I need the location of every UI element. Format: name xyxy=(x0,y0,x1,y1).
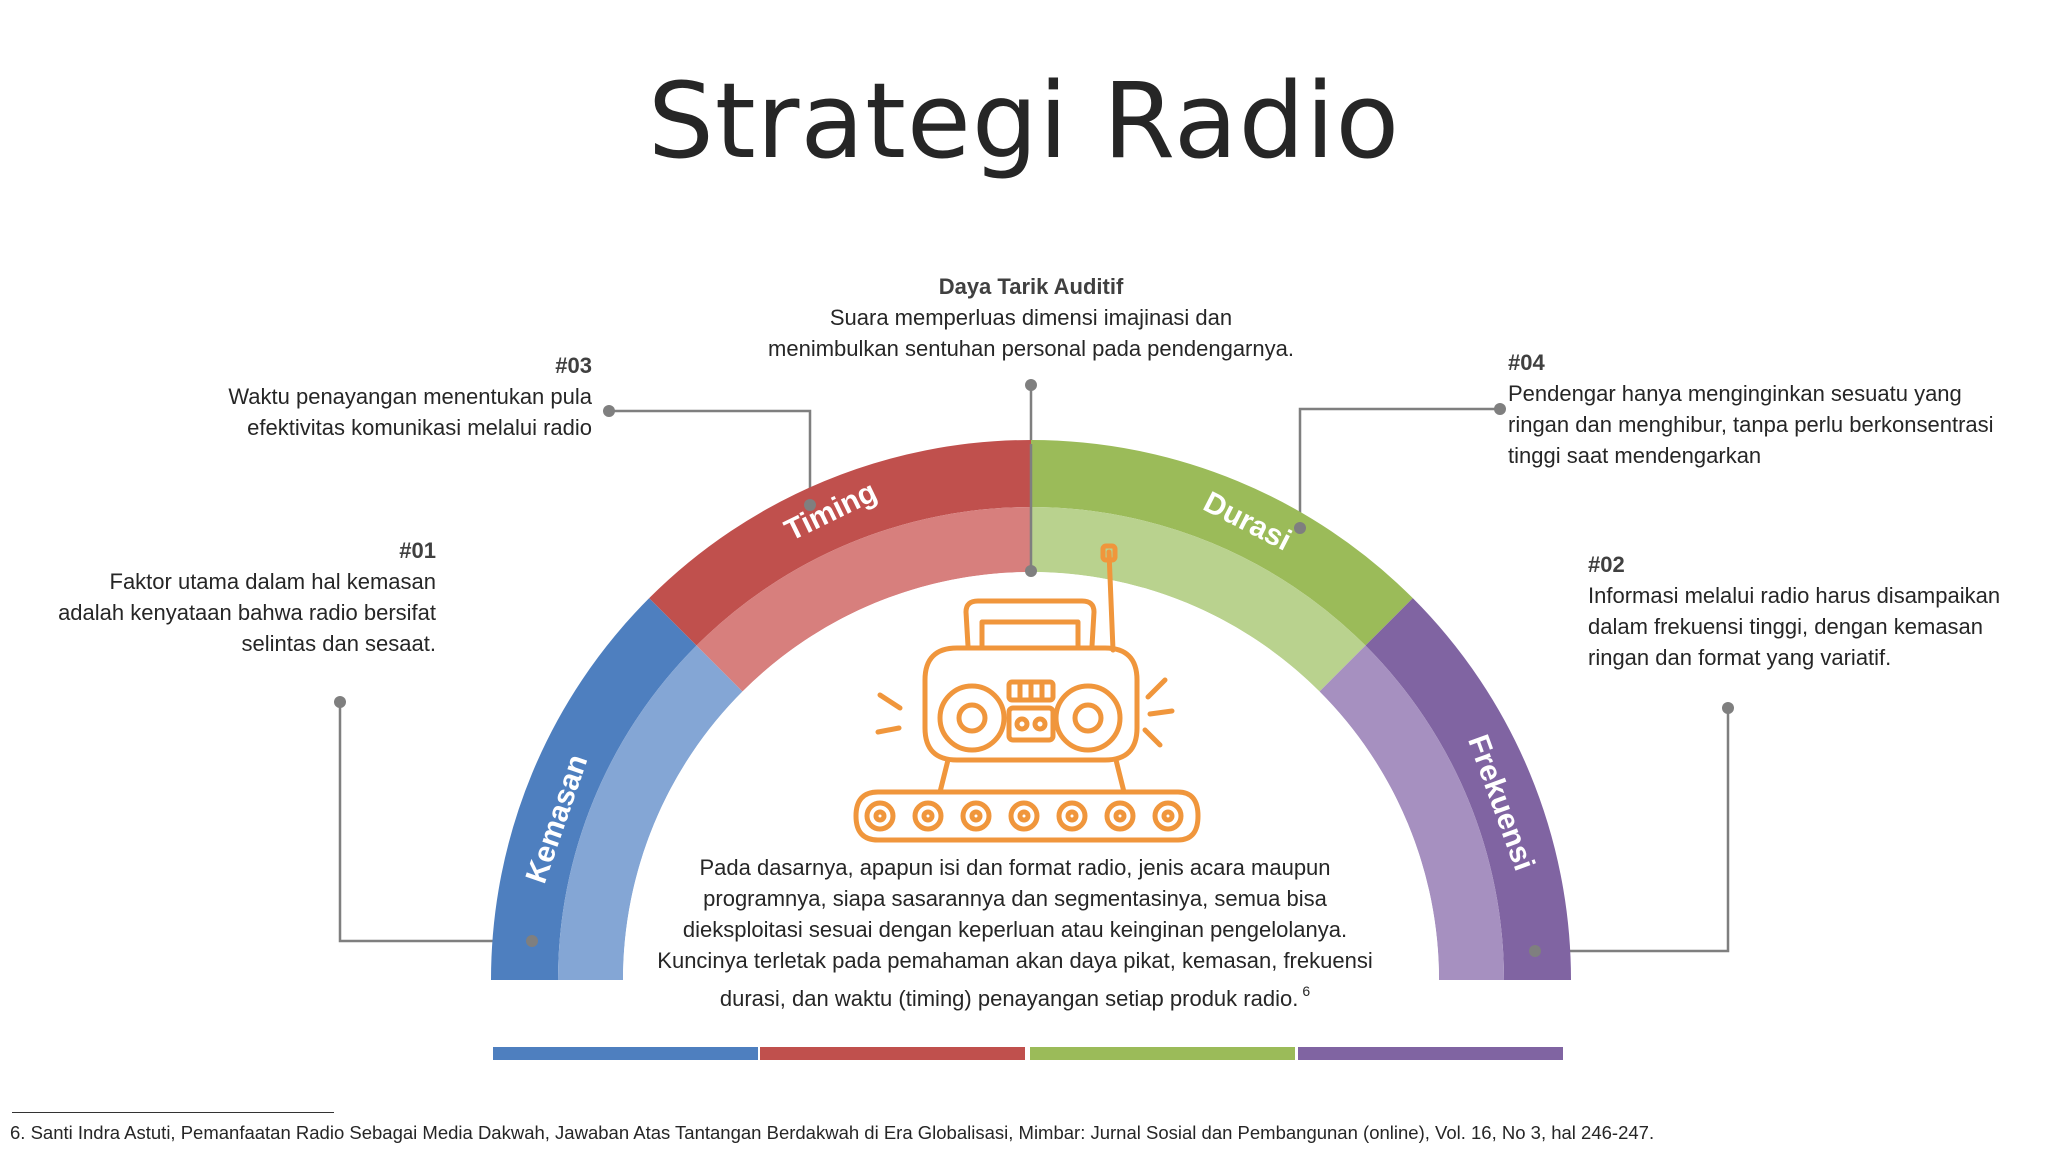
footnote-divider xyxy=(12,1112,334,1113)
conveyor-wheel xyxy=(912,800,944,832)
arc-segment-durasi xyxy=(1031,440,1413,646)
callout-top-line-1: Suara memperluas dimensi imajinasi dan xyxy=(829,305,1233,330)
callout-top-line-2: menimbulkan sentuhan personal pada pende… xyxy=(768,336,1294,361)
dot-01-end xyxy=(526,935,538,947)
conveyor-wheel xyxy=(1056,800,1088,832)
conveyor-wheel-hub xyxy=(873,809,887,823)
callout-04-line-1: Pendengar hanya menginginkan sesuatu yan… xyxy=(1508,381,1962,406)
callout-03-number: #03 xyxy=(555,353,592,378)
central-line-5-wrap: durasi, dan waktu (timing) penayangan se… xyxy=(620,976,1410,1014)
conveyor-wheel xyxy=(864,800,896,832)
callout-04: #04 Pendengar hanya menginginkan sesuatu… xyxy=(1508,347,2028,471)
bottom-bar-timing xyxy=(760,1047,1025,1060)
arc-inner-white xyxy=(623,572,1439,980)
bottom-bar-durasi xyxy=(1030,1047,1295,1060)
callout-04-number: #04 xyxy=(1508,350,1545,375)
callout-01-line-3: selintas dan sesaat. xyxy=(241,631,436,656)
central-line-4: Kuncinya terletak pada pemahaman akan da… xyxy=(657,948,1373,973)
callout-03-line-2: efektivitas komunikasi melalui radio xyxy=(247,415,592,440)
callout-01-line-1: Faktor utama dalam hal kemasan xyxy=(109,569,437,594)
callout-02-number: #02 xyxy=(1588,552,1625,577)
callout-01: #01 Faktor utama dalam hal kemasan adala… xyxy=(20,535,436,659)
conveyor-wheel xyxy=(1104,800,1136,832)
callout-top-heading: Daya Tarik Auditif xyxy=(938,274,1124,299)
conveyor-wheel-hub xyxy=(1065,809,1079,823)
dot-01-start xyxy=(334,696,346,708)
central-text: Pada dasarnya, apapun isi dan format rad… xyxy=(620,852,1410,1014)
footnote-reference: 6 xyxy=(1302,983,1311,999)
callout-01-line-2: adalah kenyataan bahwa radio bersifat xyxy=(58,600,436,625)
dot-04-end xyxy=(1294,522,1306,534)
callout-02-line-1: Informasi melalui radio harus disampaika… xyxy=(1588,583,2001,608)
central-line-2: programnya, siapa sasarannya dan segment… xyxy=(703,886,1327,911)
callout-03-line-1: Waktu penayangan menentukan pula xyxy=(228,384,592,409)
conveyor-wheel-hub xyxy=(1113,809,1127,823)
dot-04-start xyxy=(1494,403,1506,415)
conveyor-wheel xyxy=(1008,800,1040,832)
callout-02: #02 Informasi melalui radio harus disamp… xyxy=(1588,549,2038,673)
connector-01 xyxy=(338,702,532,943)
connector-02 xyxy=(1535,708,1730,953)
arc-inner-segment-kemasan xyxy=(558,645,743,980)
callout-04-line-3: tinggi saat mendengarkan xyxy=(1508,443,1762,468)
conveyor-wheel xyxy=(1152,800,1184,832)
boombox-icon xyxy=(853,543,1201,843)
callout-03: #03 Waktu penayangan menentukan pula efe… xyxy=(150,350,592,443)
conveyor-wheel xyxy=(960,800,992,832)
conveyor-wheel-hub xyxy=(969,809,983,823)
central-line-5: durasi, dan waktu (timing) penayangan se… xyxy=(719,986,1299,1011)
arc-segment-kemasan xyxy=(491,598,697,980)
callout-top: Daya Tarik Auditif Suara memperluas dime… xyxy=(716,271,1346,364)
callout-02-line-3: ringan dan format yang variatif. xyxy=(1588,645,1892,670)
conveyor-wheel-hub xyxy=(1161,809,1175,823)
conveyor-wheel-hub xyxy=(921,809,935,823)
slide-title: Strategi Radio xyxy=(647,60,1401,182)
conveyor-wheel-hub xyxy=(1017,809,1031,823)
dot-top-end xyxy=(1025,565,1037,577)
dot-02-start xyxy=(1722,702,1734,714)
bottom-bar-kemasan xyxy=(493,1047,758,1060)
arc-inner-segment-frekuensi xyxy=(1319,645,1504,980)
callout-01-number: #01 xyxy=(399,538,436,563)
dot-03-start xyxy=(603,405,615,417)
footnote: 6. Santi Indra Astuti, Pemanfaatan Radio… xyxy=(10,1122,1655,1143)
central-line-3: dieksploitasi sesuai dengan keperluan at… xyxy=(682,917,1348,942)
callout-04-line-2: ringan dan menghibur, tanpa perlu berkon… xyxy=(1508,412,1994,437)
dot-02-end xyxy=(1529,945,1541,957)
central-line-1: Pada dasarnya, apapun isi dan format rad… xyxy=(699,855,1331,880)
connector-04 xyxy=(1298,407,1500,528)
connector-03 xyxy=(609,409,812,505)
dot-top-start xyxy=(1025,379,1037,391)
arc-segment-frekuensi xyxy=(1365,598,1571,980)
bottom-bar-frekuensi xyxy=(1298,1047,1563,1060)
callout-02-line-2: dalam frekuensi tinggi, dengan kemasan xyxy=(1588,614,1984,639)
arc-segment-timing xyxy=(649,440,1031,646)
arc-inner-segment-timing xyxy=(696,507,1031,692)
dot-03-end xyxy=(804,499,816,511)
